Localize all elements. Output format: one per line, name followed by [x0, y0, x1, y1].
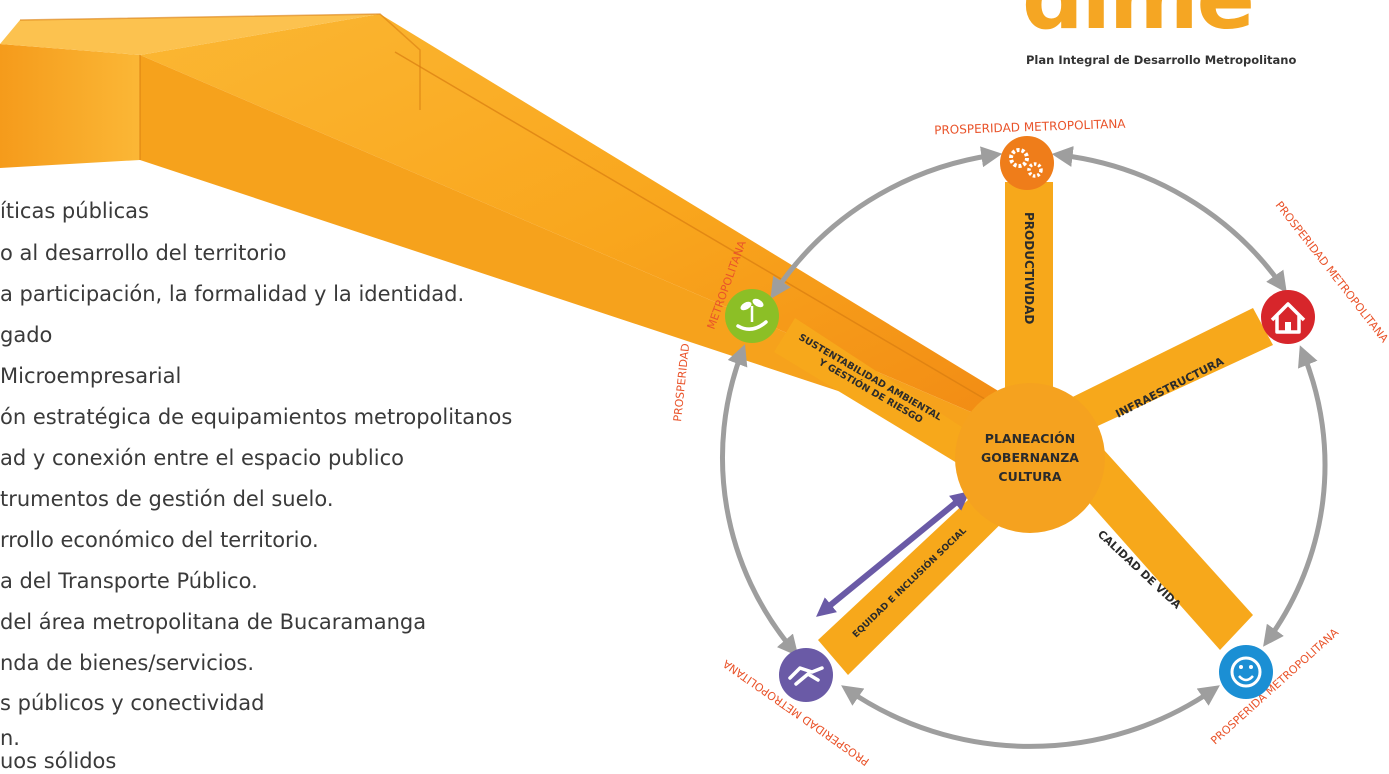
- center-label-2: GOBERNANZA: [981, 450, 1079, 465]
- house-icon: [1261, 290, 1315, 344]
- logo-wordmark: dime: [1022, 0, 1255, 42]
- list-item: Microempresarial: [0, 364, 182, 388]
- list-item: trumentos de gestión del suelo.: [0, 487, 334, 511]
- list-item: íticas públicas: [0, 199, 149, 223]
- ring-arrow-top-left: [770, 146, 1003, 300]
- ring-arrow-left: [719, 344, 799, 657]
- ring-arrow-bottom: [841, 685, 1220, 749]
- center-label-1: PLANEACIÓN: [985, 431, 1075, 446]
- plant-in-hand-icon: [725, 289, 779, 343]
- ring-label-top: PROSPERIDAD METROPOLITANA: [934, 117, 1127, 138]
- arm-sustentabilidad: [774, 318, 1000, 480]
- list-item: o al desarrollo del territorio: [0, 241, 287, 265]
- smiley-icon: [1219, 645, 1273, 699]
- arm-calidad: [1060, 440, 1253, 650]
- center-circle: [955, 383, 1105, 533]
- list-item: gado: [0, 323, 53, 347]
- ring-label-left-1: PROSPERIDAD: [671, 343, 692, 423]
- list-item: ad y conexión entre el espacio publico: [0, 446, 404, 470]
- list-item: nda de bienes/servicios.: [0, 651, 255, 675]
- ring-arrows: [719, 146, 1328, 749]
- ring-arrow-top-right: [1051, 146, 1287, 293]
- arm-infraestructura: [1030, 308, 1273, 448]
- list-item: a participación, la formalidad y la iden…: [0, 282, 465, 306]
- arm-label-productividad: PRODUCTIVIDAD: [1022, 212, 1036, 324]
- center-label-3: CULTURA: [998, 469, 1062, 484]
- list-item: n.: [0, 726, 20, 750]
- ring-arrow-right: [1263, 345, 1328, 647]
- handshake-icon: [779, 648, 833, 702]
- gears-icon: [1000, 136, 1054, 190]
- logo-tagline: Plan Integral de Desarrollo Metropolitan…: [1026, 53, 1297, 67]
- list-item: ón estratégica de equipamientos metropol…: [0, 405, 513, 429]
- list-item: s públicos y conectividad: [0, 691, 265, 715]
- connector-beam: [0, 13, 1000, 432]
- list-item: rrollo económico del territorio.: [0, 528, 319, 552]
- purple-double-arrow: [816, 491, 970, 617]
- list-item: uos sólidos: [0, 749, 117, 773]
- list-item: del área metropolitana de Bucaramanga: [0, 610, 427, 634]
- list-item: a del Transporte Público.: [0, 569, 258, 593]
